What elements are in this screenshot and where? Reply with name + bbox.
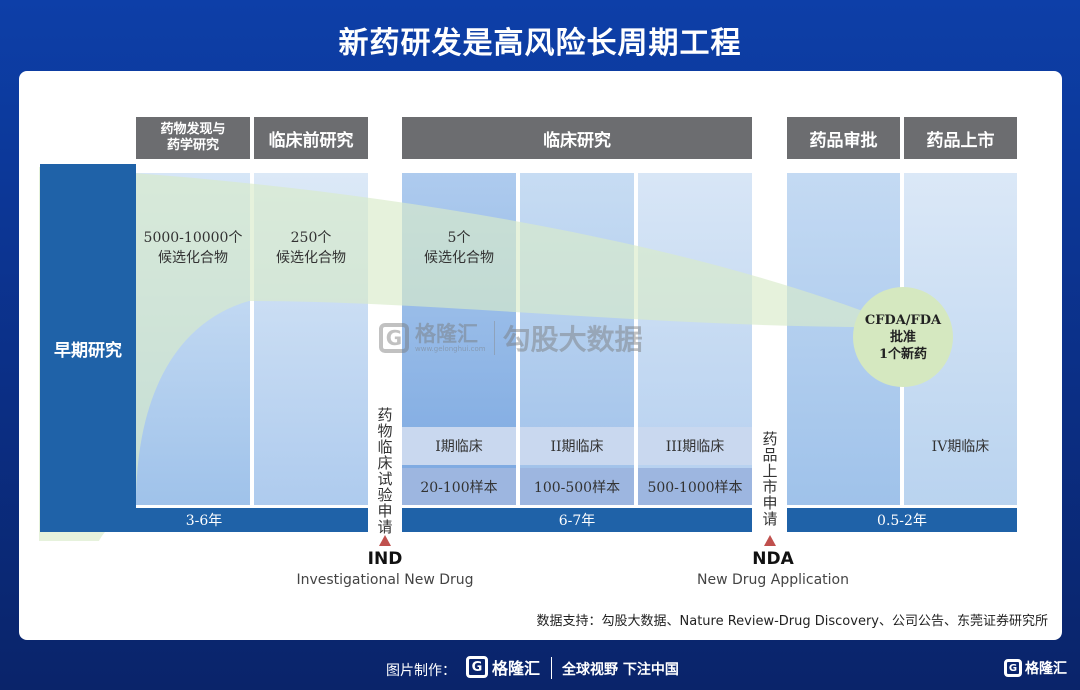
footer-made-by: 图片制作：	[386, 663, 456, 679]
early-research-block: 早期研究	[40, 164, 136, 532]
corner-logo-icon: G	[1004, 659, 1022, 677]
footer-brand: 格隆汇	[492, 659, 541, 678]
phase-2-label: II期临床	[520, 427, 634, 465]
header-market: 药品上市	[904, 117, 1017, 159]
ind-code: IND	[367, 549, 403, 569]
phase-4-label: IV期临床	[931, 439, 990, 455]
ind-full: Investigational New Drug	[296, 572, 474, 588]
duration-clinical: 6-7年	[402, 508, 752, 532]
source-note: 数据支持：勾股大数据、Nature Review-Drug Discovery、…	[536, 614, 1049, 629]
watermark-logo-icon: G	[379, 323, 409, 353]
nda-code: NDA	[752, 549, 794, 569]
candidates-discovery: 5000-10000个 候选化合物	[143, 230, 243, 266]
watermark: G 格隆汇 www.gelonghui.com 勾股大数据	[379, 316, 719, 360]
funnel-shape	[39, 167, 904, 541]
nda-marker-icon	[764, 535, 776, 546]
approval-bubble: CFDA/FDA 批准 1个新药	[853, 287, 953, 387]
footer-brand-logo: G 格隆汇	[466, 655, 540, 679]
phase-1-label: I期临床	[402, 427, 516, 465]
nda-full: New Drug Application	[697, 572, 849, 588]
approval-bubble-text: CFDA/FDA 批准 1个新药	[864, 312, 942, 362]
ind-marker-icon	[379, 535, 391, 546]
header-approval: 药品审批	[787, 117, 900, 159]
footer: 图片制作： G 格隆汇 全球视野 下注中国 G 格隆汇	[0, 655, 1080, 685]
header-preclinical: 临床前研究	[254, 117, 368, 159]
header-drug-discovery: 药物发现与 药学研究	[136, 117, 250, 159]
watermark-divider	[493, 321, 495, 355]
footer-logo-icon: G	[466, 656, 488, 678]
candidates-clinical: 5个 候选化合物	[424, 230, 494, 266]
page-title: 新药研发是高风险长周期工程	[338, 26, 742, 61]
phase-3-sample: 500-1000样本	[638, 468, 752, 505]
early-research-label: 早期研究	[54, 340, 122, 361]
corner-brand: 格隆汇	[1025, 661, 1067, 677]
duration-early: 3-6年	[40, 508, 368, 532]
footer-divider	[551, 657, 552, 679]
phase-3-label: III期临床	[638, 427, 752, 465]
duration-approval: 0.5-2年	[787, 508, 1017, 532]
diagram-panel: I期临床 II期临床 III期临床 20-100样本 100-500样本 500…	[19, 71, 1062, 640]
candidates-preclinical: 250个 候选化合物	[276, 230, 346, 266]
watermark-logo-sub: www.gelonghui.com	[415, 344, 486, 353]
phase-2-sample: 100-500样本	[520, 468, 634, 505]
footer-slogan: 全球视野 下注中国	[562, 662, 679, 678]
corner-brand-logo: G 格隆汇	[1004, 658, 1067, 678]
phase-1-sample: 20-100样本	[402, 468, 516, 505]
nda-vertical-label: 药品上市申请	[762, 430, 778, 528]
watermark-logo-text: 格隆汇	[415, 321, 478, 346]
watermark-partner: 勾股大数据	[502, 323, 643, 356]
header-clinical: 临床研究	[402, 117, 752, 159]
ind-vertical-label: 药物临床试验申请	[377, 406, 393, 536]
